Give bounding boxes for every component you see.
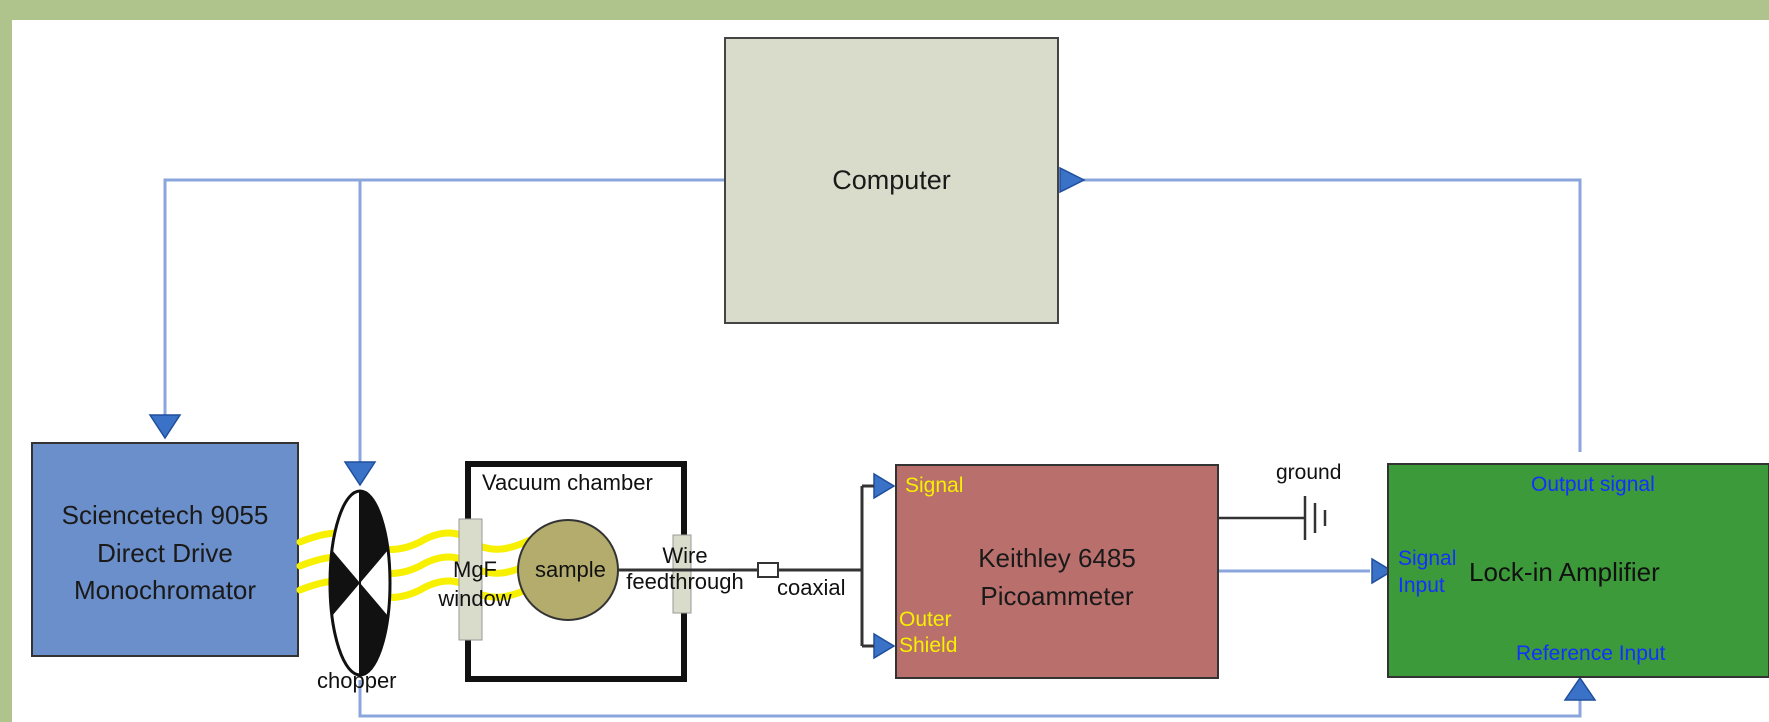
feedthrough-label-line1: Wire bbox=[662, 543, 708, 568]
feedthrough-label: Wire feedthrough bbox=[615, 543, 755, 596]
lockin-to-computer-line bbox=[1060, 178, 1582, 452]
ground-label: ground bbox=[1276, 461, 1342, 484]
picoammeter-signal-port-label: Signal bbox=[905, 474, 964, 497]
mgf-window-label-line1: MgF bbox=[453, 557, 497, 582]
computer-to-monochromator-line bbox=[163, 178, 725, 415]
monochromator-label-line1: Sciencetech 9055 bbox=[61, 500, 269, 530]
picoammeter-box bbox=[895, 464, 1219, 679]
wire-feedthrough bbox=[672, 534, 692, 614]
lockin-box bbox=[1387, 463, 1769, 678]
monochromator-label-line2: Direct Drive bbox=[97, 537, 233, 568]
vacuum-chamber-label: Vacuum chamber bbox=[482, 470, 653, 495]
outer-shield-line2: Shield bbox=[899, 634, 958, 658]
mgf-window-label-line2: window bbox=[438, 585, 512, 611]
mgf-window-label: MgF window bbox=[425, 556, 525, 613]
reference-input-arrow bbox=[1563, 676, 1597, 701]
ground-symbol bbox=[1218, 496, 1327, 540]
signal-input-arrow bbox=[1371, 557, 1394, 585]
lockin-label: Lock-in Amplifier bbox=[1469, 557, 1660, 587]
coaxial-connector bbox=[757, 562, 779, 578]
computer-input-arrow bbox=[1059, 166, 1086, 194]
lockin-signal-input-label: Signal Input bbox=[1398, 545, 1456, 600]
computer-box bbox=[724, 37, 1059, 324]
mgf-window bbox=[458, 518, 483, 641]
coaxial-label: coaxial bbox=[777, 575, 846, 600]
signal-input-line2: Input bbox=[1398, 574, 1445, 598]
computer-label: Computer bbox=[832, 165, 951, 195]
monochromator-label-line3: Monochromator bbox=[73, 575, 257, 606]
arrowheads bbox=[148, 166, 1597, 701]
signal-input-line1: Signal bbox=[1398, 547, 1457, 570]
picoammeter-label-line2: Picoammeter bbox=[980, 580, 1134, 611]
monochromator-input-arrow bbox=[148, 414, 182, 440]
chopper-wheel bbox=[328, 489, 392, 677]
picoammeter-outer-shield-label: Outer Shield bbox=[899, 607, 957, 660]
outer-shield-line1: Outer bbox=[899, 608, 952, 631]
monochromator-box bbox=[31, 442, 299, 657]
monochromator-label: Sciencetech 9055 Direct Drive Monochroma… bbox=[32, 497, 298, 610]
lockin-output-signal-label: Output signal bbox=[1531, 473, 1655, 496]
chopper-input-arrow bbox=[343, 461, 377, 487]
wire-lines bbox=[618, 484, 874, 648]
picoammeter-label-line1: Keithley 6485 bbox=[978, 543, 1136, 573]
sample-label: sample bbox=[535, 557, 606, 582]
feedthrough-label-line2: feedthrough bbox=[626, 569, 744, 595]
chopper-label: chopper bbox=[317, 668, 397, 693]
picoammeter-label: Keithley 6485 Picoammeter bbox=[896, 540, 1218, 615]
lockin-reference-input-label: Reference Input bbox=[1516, 642, 1666, 665]
